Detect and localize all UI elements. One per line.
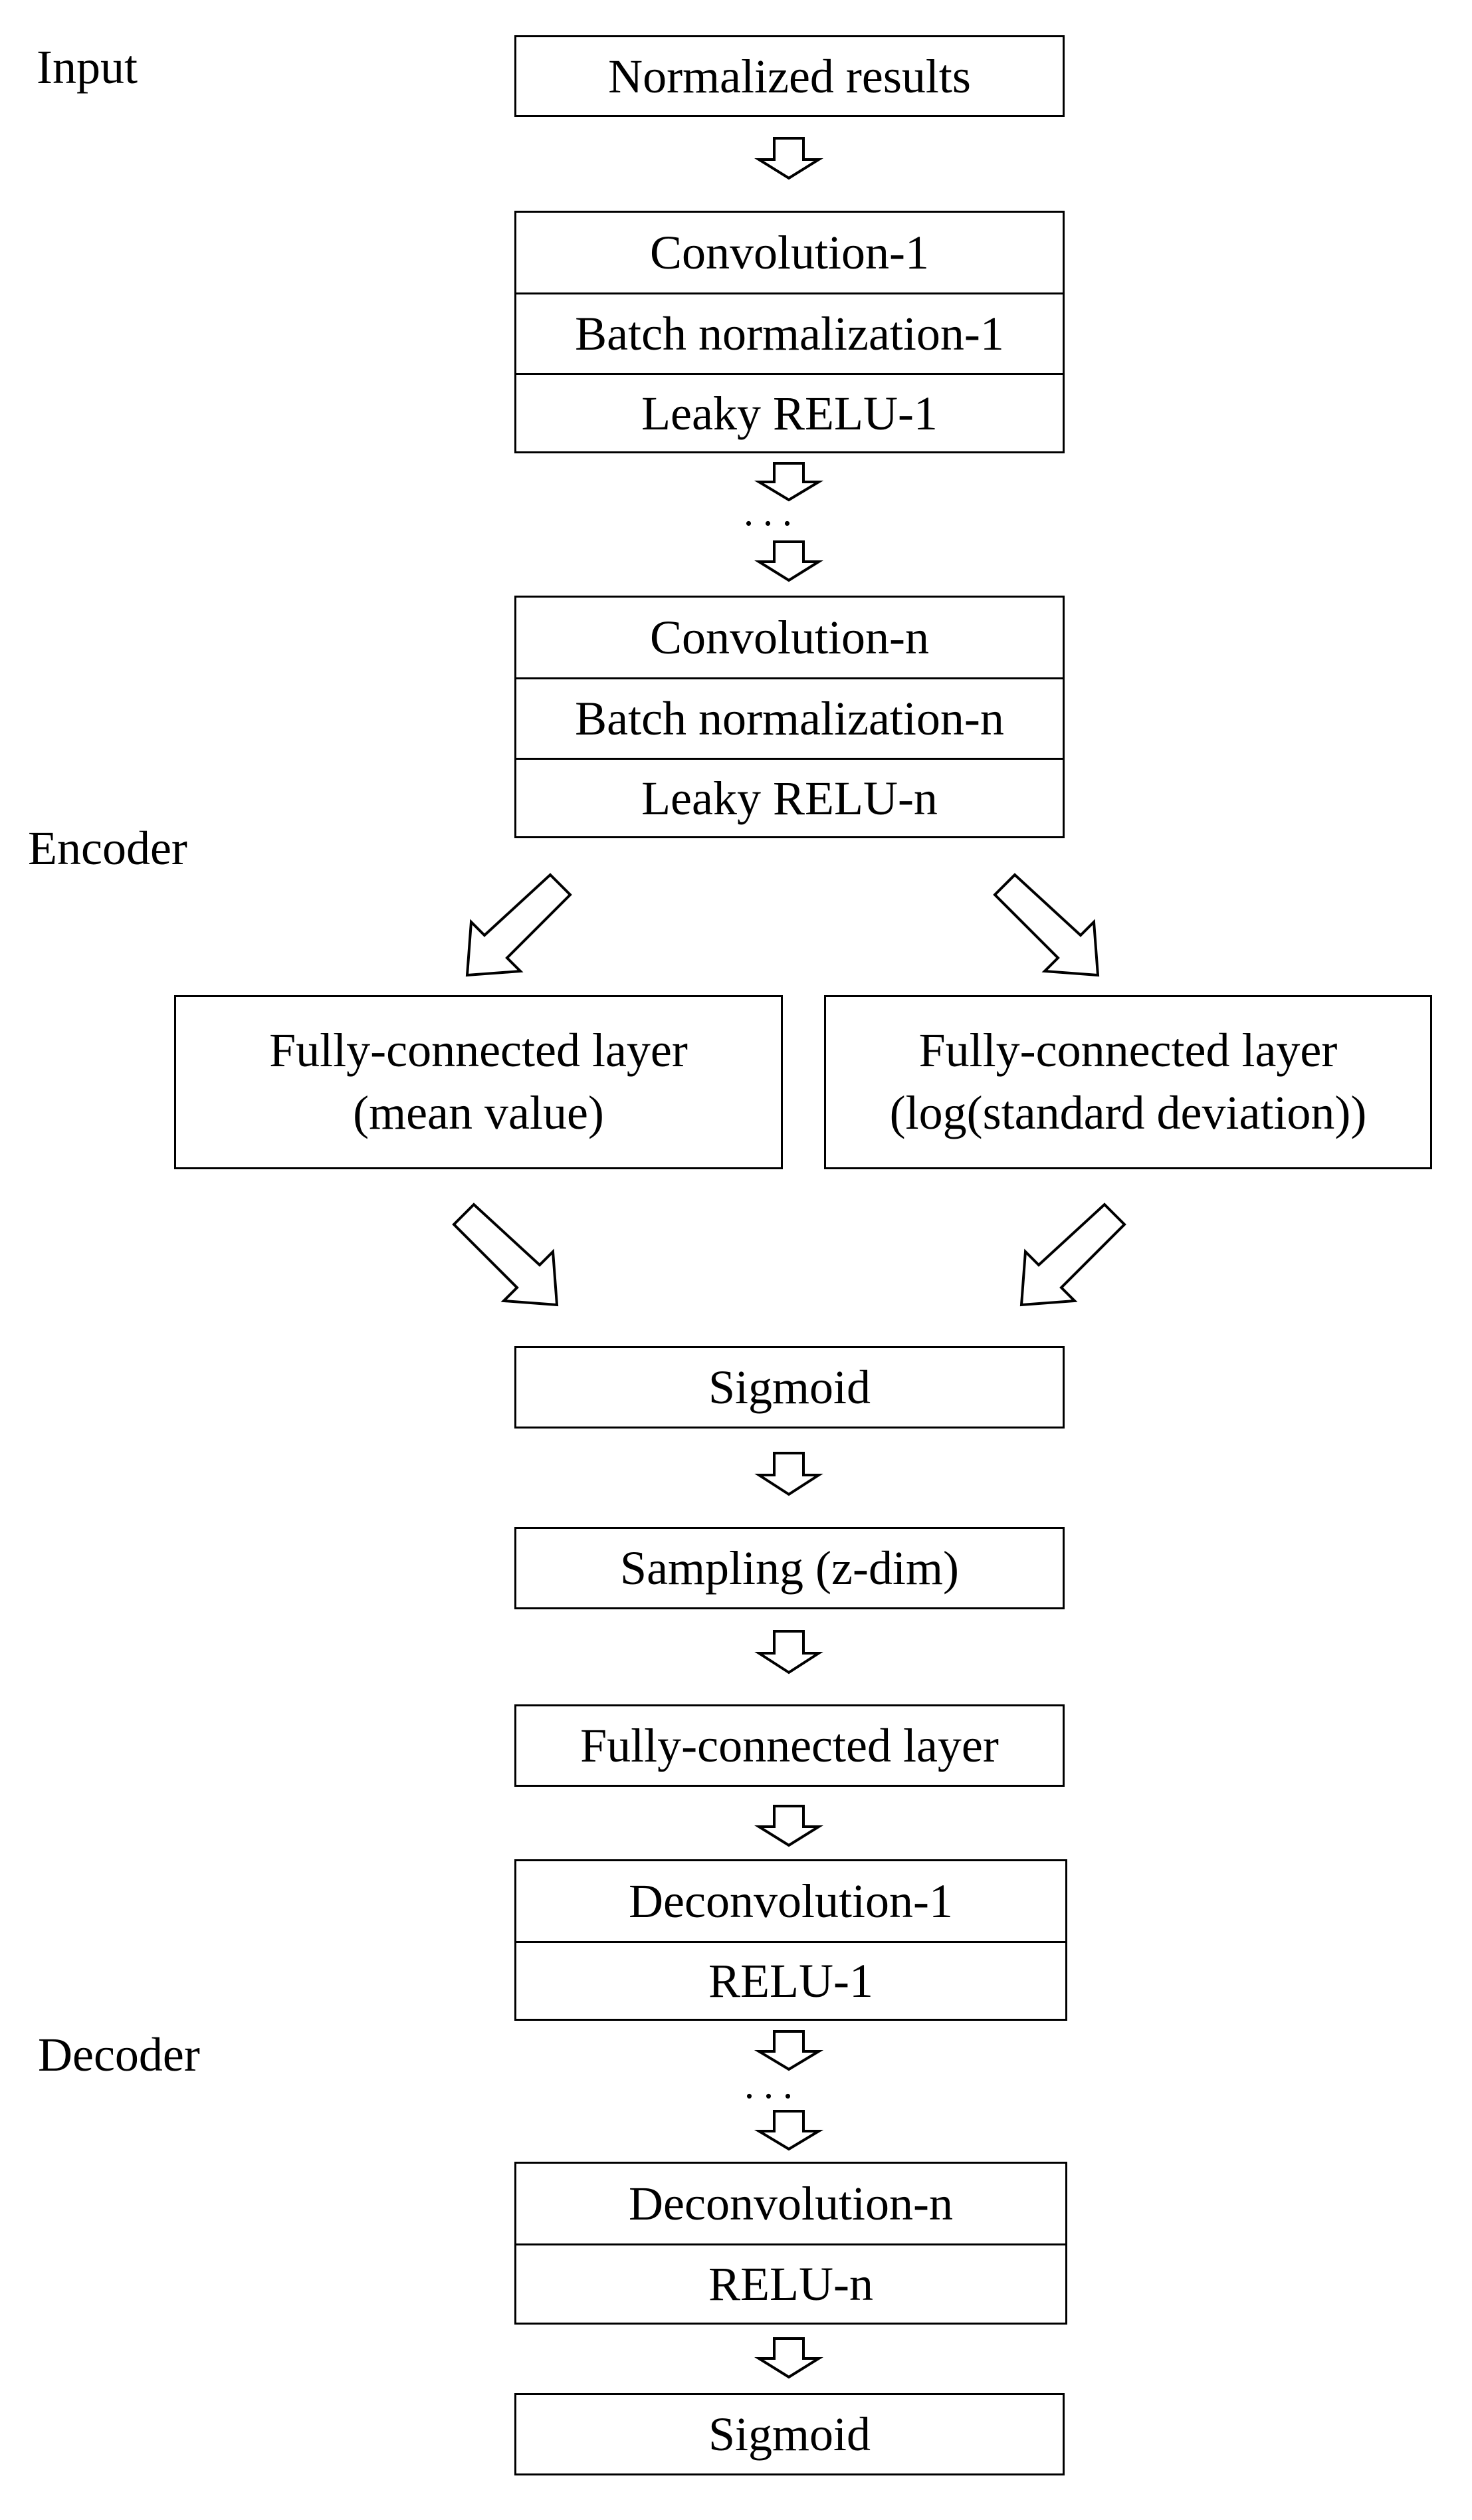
fc-logstd-line-1: Fully-connected layer [918, 1024, 1338, 1078]
encoder-label: Encoder [28, 822, 187, 875]
leaky-relu-n-row: Leaky RELU-n [516, 758, 1063, 836]
relu-1-row: RELU-1 [516, 1941, 1065, 2019]
arrow-down-icon [754, 1805, 823, 1847]
fc-mean-box: Fully-connected layer (mean value) [174, 995, 783, 1169]
arrow-diagonal-icon [452, 1203, 559, 1307]
sigmoid-out-text: Sigmoid [708, 2408, 871, 2461]
normalized-results-text: Normalized results [608, 49, 971, 103]
input-label: Input [37, 41, 138, 94]
sampling-text: Sampling (z-dim) [620, 1542, 959, 1595]
fc-box: Fully-connected layer [514, 1704, 1065, 1787]
deconvolution-n-row: Deconvolution-n [629, 2177, 953, 2230]
leaky-relu-1-row: Leaky RELU-1 [516, 373, 1063, 451]
arrow-down-icon [754, 462, 824, 502]
conv-block-n: Convolution-n Batch normalization-n Leak… [514, 596, 1065, 838]
conv-block-1: Convolution-1 Batch normalization-1 Leak… [514, 211, 1065, 453]
decoder-ellipsis: ... [744, 2063, 802, 2107]
sigmoid-mid-box: Sigmoid [514, 1346, 1065, 1429]
arrow-down-icon [754, 137, 823, 180]
relu-n-row: RELU-n [516, 2243, 1065, 2323]
fc-logstd-text: Fully-connected layer (log(standard devi… [826, 997, 1430, 1167]
arrow-diagonal-icon [465, 873, 572, 977]
sampling-box: Sampling (z-dim) [514, 1527, 1065, 1609]
sigmoid-mid-text: Sigmoid [708, 1361, 871, 1414]
arrow-down-icon [754, 1630, 823, 1674]
arrow-diagonal-icon [1019, 1203, 1126, 1307]
batch-normalization-1-row: Batch normalization-1 [516, 292, 1063, 373]
arrow-down-icon [754, 540, 823, 582]
deconvolution-1-row: Deconvolution-1 [629, 1875, 953, 1928]
fc-mean-line-2: (mean value) [353, 1086, 604, 1139]
sigmoid-out-box: Sigmoid [514, 2393, 1065, 2475]
batch-normalization-n-row: Batch normalization-n [516, 677, 1063, 758]
decoder-label: Decoder [38, 2028, 200, 2081]
arrow-down-icon [754, 2110, 824, 2151]
fc-logstd-line-2: (log(standard deviation)) [889, 1086, 1367, 1139]
normalized-results-box: Normalized results [514, 35, 1065, 117]
fc-logstd-box: Fully-connected layer (log(standard devi… [824, 995, 1432, 1169]
arrow-down-icon [754, 2030, 824, 2071]
deconv-block-1: Deconvolution-1 RELU-1 [514, 1859, 1067, 2021]
fc-text: Fully-connected layer [580, 1719, 999, 1772]
arrow-down-icon [754, 1452, 823, 1496]
arrow-diagonal-icon [993, 873, 1100, 977]
fc-mean-text: Fully-connected layer (mean value) [176, 997, 781, 1167]
arrow-down-icon [754, 2337, 823, 2379]
convolution-1-row: Convolution-1 [649, 226, 929, 279]
deconv-block-n: Deconvolution-n RELU-n [514, 2162, 1067, 2325]
convolution-n-row: Convolution-n [649, 611, 929, 664]
fc-mean-line-1: Fully-connected layer [269, 1024, 688, 1078]
